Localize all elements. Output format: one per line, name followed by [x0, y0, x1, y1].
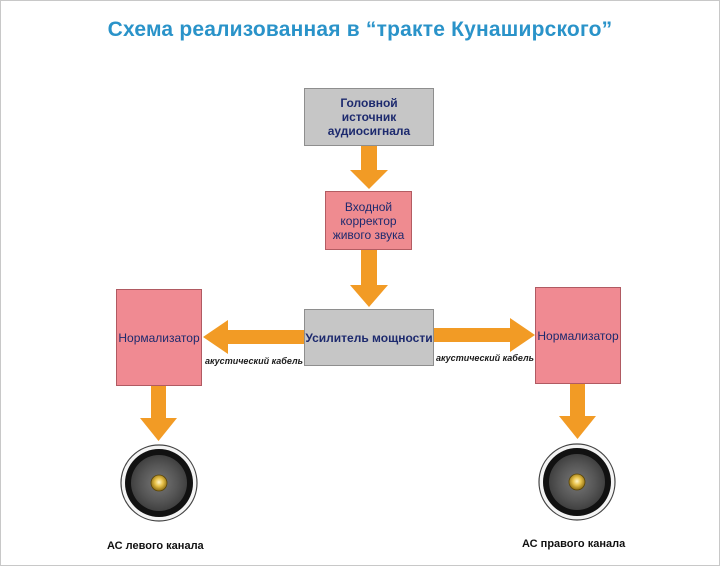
right-normalizer-block: Нормализатор	[535, 287, 621, 384]
arrow-source-to-corrector	[350, 146, 388, 189]
source-label: Головной источник аудиосигнала	[327, 96, 411, 138]
left-speaker-icon	[120, 444, 198, 522]
right-speaker-caption: АС правого канала	[522, 538, 626, 550]
left-normalizer-block: Нормализатор	[116, 289, 202, 386]
diagram-title: Схема реализованная в “тракте Кунаширско…	[107, 18, 613, 41]
right-normalizer-label: Нормализатор	[537, 328, 619, 343]
source-block: Головной источник аудиосигнала	[304, 88, 434, 146]
corrector-label: Входной корректор живого звука	[332, 199, 405, 242]
arrow-corrector-to-amplifier	[350, 250, 388, 307]
right-cable-label: акустический кабель	[436, 353, 534, 363]
arrow-left-normalizer-to-speaker	[140, 386, 177, 441]
left-speaker-caption: АС левого канала	[107, 540, 204, 552]
arrow-amplifier-to-right-normalizer	[434, 318, 535, 352]
amplifier-label: Усилитель мощности	[305, 330, 433, 345]
corrector-block: Входной корректор живого звука	[325, 191, 412, 250]
left-cable-label: акустический кабель	[205, 356, 303, 366]
arrow-right-normalizer-to-speaker	[559, 384, 596, 439]
arrow-amplifier-to-left-normalizer	[203, 320, 304, 354]
right-speaker-icon	[538, 443, 616, 521]
left-normalizer-label: Нормализатор	[118, 330, 200, 345]
amplifier-block: Усилитель мощности	[304, 309, 434, 366]
